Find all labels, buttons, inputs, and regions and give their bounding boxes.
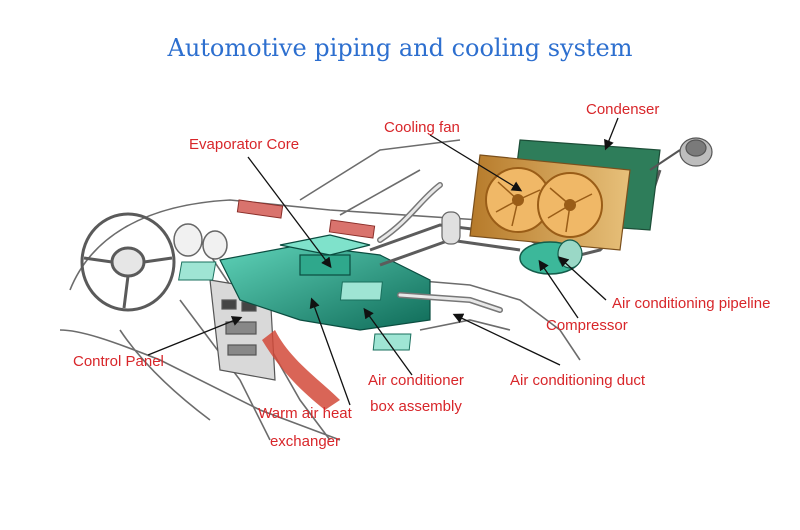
- leader-condenser: [604, 117, 619, 151]
- label-heat-exchanger-line2: exchanger: [269, 433, 341, 450]
- dash-vents: [178, 261, 412, 351]
- instrument-cluster: [173, 223, 228, 260]
- label-heat-exchanger: Warm air heat exchanger: [250, 404, 360, 452]
- warm-air-duct: [262, 330, 340, 410]
- label-evaporator-core: Evaporator Core: [189, 136, 300, 153]
- leader-lines: [147, 117, 619, 406]
- cooling-fans: [485, 167, 603, 238]
- label-cooling-fan: Cooling fan: [384, 119, 460, 136]
- label-ac-pipeline: Air conditioning pipeline: [612, 295, 771, 312]
- leader-pipeline: [558, 256, 607, 301]
- label-heat-exchanger-line1: Warm air heat: [258, 405, 352, 422]
- accumulator-coil: [649, 137, 713, 171]
- leader-heat-exchanger: [309, 297, 351, 406]
- leader-control-panel: [147, 316, 243, 356]
- leader-compressor: [538, 259, 579, 319]
- leader-ac-duct: [452, 313, 561, 366]
- defrost-vents: [236, 199, 376, 239]
- leader-box-assembly: [363, 307, 413, 376]
- label-ac-duct: Air conditioning duct: [510, 372, 646, 389]
- page-title: Automotive piping and cooling system: [167, 34, 633, 62]
- label-compressor: Compressor: [546, 317, 628, 334]
- label-box-assembly-line1: Air conditioner: [368, 372, 464, 389]
- leader-cooling-fan: [429, 134, 523, 192]
- label-control-panel: Control Panel: [73, 353, 164, 370]
- receiver-drier: [441, 211, 461, 245]
- label-box-assembly-line2: box assembly: [370, 398, 462, 415]
- steering-wheel: [80, 212, 176, 312]
- label-condenser: Condenser: [586, 101, 660, 118]
- label-box-assembly: Air conditioner box assembly: [366, 371, 466, 417]
- leader-evaporator: [247, 156, 332, 269]
